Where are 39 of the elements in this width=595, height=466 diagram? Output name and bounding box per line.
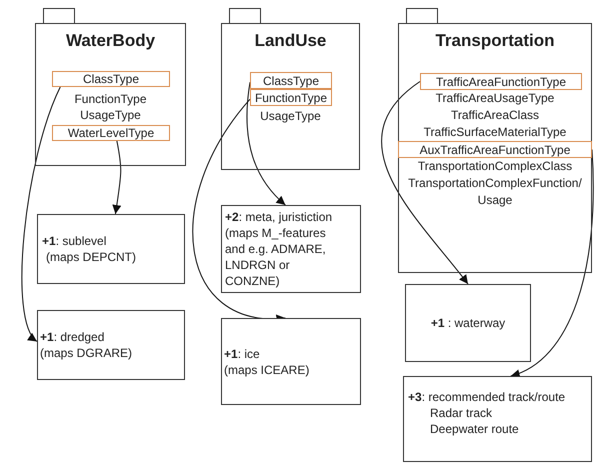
attribute-name: TransportationComplexFunction/ Usage [407, 175, 583, 209]
arrow [112, 140, 122, 214]
highlighted-attribute: ClassType [52, 71, 170, 87]
mapping-text: Deepwater route [429, 421, 519, 437]
attribute-name: TrafficSurfaceMaterialType [422, 124, 568, 141]
highlighted-attribute: FunctionType [250, 89, 332, 106]
mapping-text: +3: recommended track/route [408, 389, 566, 405]
attribute-name: UsageType [79, 107, 142, 124]
mapping-box [221, 318, 361, 405]
mapping-text: +1: ice [224, 346, 260, 362]
attribute-name: TrafficAreaClass [450, 107, 540, 124]
highlighted-attribute: ClassType [250, 72, 332, 89]
mapping-text: Radar track [429, 405, 492, 421]
mapping-box [403, 376, 592, 462]
mapping-text: +1 : waterway [430, 315, 506, 331]
attribute-name: TransportationComplexClass [416, 158, 574, 175]
arrow [21, 86, 61, 342]
mapping-text: +2: meta, juristiction [225, 209, 332, 225]
highlighted-attribute: WaterLevelType [52, 125, 170, 141]
mapping-text: +1: dredged [40, 329, 104, 345]
package-title: Transportation [434, 32, 556, 49]
mapping-text: (maps ICEARE) [224, 362, 310, 378]
mapping-box [405, 284, 531, 362]
mapping-box [37, 310, 185, 380]
mapping-text: (maps DEPCNT) [45, 249, 136, 265]
arrow [381, 81, 468, 284]
mapping-text: (maps M_-features and e.g. ADMARE, LNDRGN or CONZNE) [225, 225, 327, 289]
attribute-name: UsageType [259, 108, 322, 125]
arrow [246, 82, 286, 206]
package-title: LandUse [254, 32, 328, 49]
mapping-box [37, 214, 185, 284]
attribute-name: TrafficAreaUsageType [434, 90, 556, 107]
highlighted-attribute: TrafficAreaFunctionType [420, 73, 582, 90]
mapping-text: (maps DGRARE) [40, 345, 132, 361]
highlighted-attribute: AuxTrafficAreaFunctionType [398, 141, 592, 158]
attribute-name: FunctionType [73, 91, 148, 108]
mapping-text: +1: sublevel [42, 233, 106, 249]
mapping-box [221, 205, 361, 293]
package-title: WaterBody [64, 32, 156, 49]
